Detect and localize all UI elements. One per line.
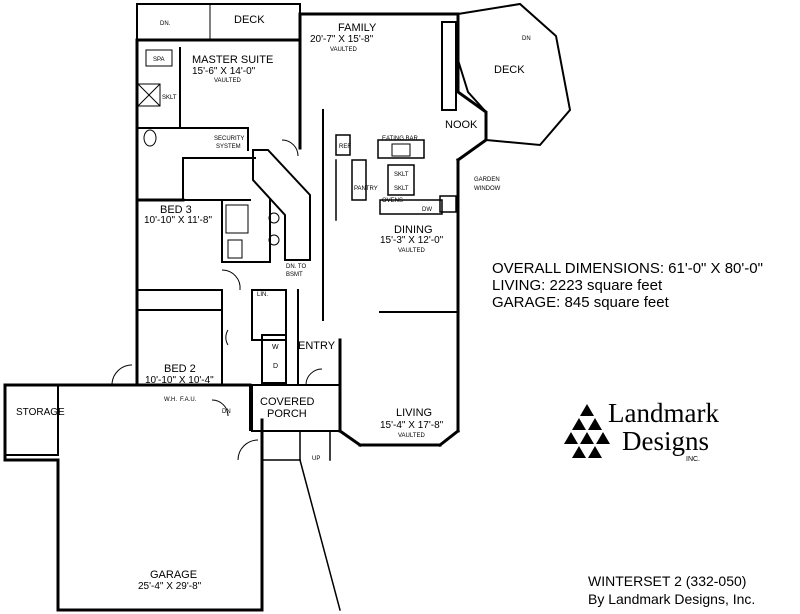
living-note: VAULTED (398, 433, 425, 439)
plan-name: WINTERSET 2 (332-050) (588, 573, 747, 589)
covered-label: COVERED (260, 396, 314, 408)
master-wall (135, 38, 185, 202)
logo-line2: Designs (622, 426, 709, 456)
designer-credit: By Landmark Designs, Inc. (588, 591, 756, 607)
spa-label: SPA (153, 57, 165, 63)
nook-bay (455, 12, 488, 163)
pyramid-icon (564, 404, 610, 458)
dn-to-label: DN. TO (286, 264, 306, 270)
pantry-label: PANTRY (354, 186, 378, 192)
master-note: VAULTED (214, 78, 241, 84)
dn-porch-label: DN (222, 409, 231, 415)
sklt-k1-label: SKLT (394, 172, 409, 178)
living-area: LIVING: 2223 square feet (492, 277, 663, 294)
porch-label: PORCH (267, 408, 307, 420)
living-dims: 15'-4" X 17'-8" (380, 420, 444, 431)
bed2-label: BED 2 (164, 363, 196, 375)
system-label: SYSTEM (216, 144, 241, 150)
lin-label: LIN. (257, 292, 268, 298)
d-label: D (273, 363, 278, 370)
ref-label: REF (339, 144, 351, 150)
sklt-master-label: SKLT (162, 95, 177, 101)
stair-outline (252, 149, 311, 261)
dw-label: DW (422, 207, 432, 213)
bed3-dims: 10'-10" X 11'-8" (144, 215, 212, 226)
family-note: VAULTED (330, 47, 357, 53)
wh-label: W.H. (164, 397, 177, 403)
nook-label: NOOK (445, 119, 478, 131)
overall-dimensions: OVERALL DIMENSIONS: 61'-0" X 80'-0" (492, 260, 763, 277)
dining-label: DINING (394, 224, 433, 236)
footer: WINTERSET 2 (332-050) By Landmark Design… (588, 572, 755, 608)
deck-right-label: DECK (494, 64, 525, 76)
deck-right-outline (457, 2, 572, 147)
garage-dims: 25'-4" X 29'-8" (138, 581, 202, 592)
bed2-dims: 10'-10" X 10'-4" (145, 375, 214, 386)
sklt-k2-label: SKLT (394, 186, 409, 192)
family-dims: 20'-7" X 15'-8" (310, 34, 374, 45)
dining-dims: 15'-3" X 12'-0" (380, 235, 444, 246)
master-dims: 15'-6" X 14'-0" (192, 66, 256, 77)
security-label: SECURITY (214, 136, 244, 142)
bsmt-label: BSMT (286, 272, 303, 278)
family-label: FAMILY (338, 22, 377, 34)
w-label: W (272, 344, 279, 351)
dimensions-info: OVERALL DIMENSIONS: 61'-0" X 80'-0" LIVI… (492, 260, 763, 311)
window-label: WINDOW (474, 186, 501, 192)
dining-note: VAULTED (398, 248, 425, 254)
entry-label: ENTRY (298, 340, 336, 352)
garden-label: GARDEN (474, 177, 500, 183)
eating-bar-label: EATING BAR (382, 136, 419, 142)
landmark-logo: Landmark Designs INC. (562, 398, 722, 470)
up-label: UP (312, 456, 320, 462)
garage-label: GARAGE (150, 569, 197, 581)
dn-top-label: DN. (160, 21, 171, 27)
storage-label: STORAGE (16, 407, 65, 418)
master-label: MASTER SUITE (192, 54, 273, 66)
living-label: LIVING (396, 407, 432, 419)
fau-label: F.A.U. (180, 397, 197, 403)
ovens-label: OVENS (382, 198, 403, 204)
dn-right-label: DN (522, 36, 531, 42)
logo-inc: INC. (686, 456, 700, 463)
bed3-label: BED 3 (160, 204, 192, 216)
logo-line1: Landmark (608, 398, 719, 428)
garage-area: GARAGE: 845 square feet (492, 294, 669, 311)
deck-top-label: DECK (234, 14, 265, 26)
